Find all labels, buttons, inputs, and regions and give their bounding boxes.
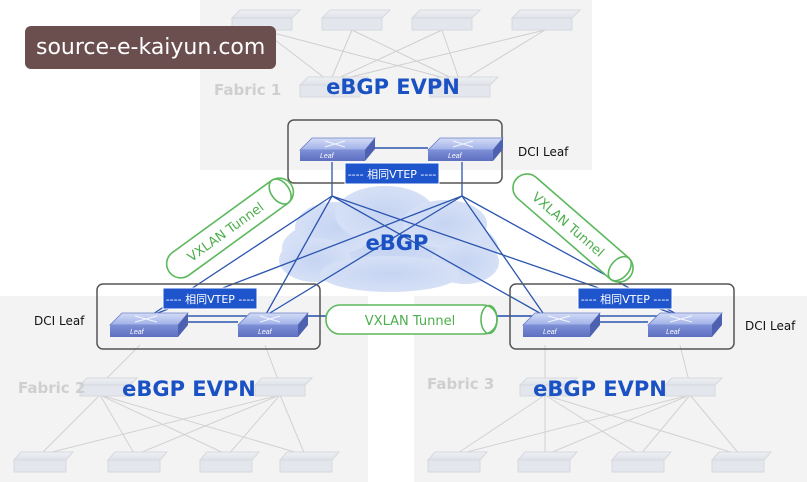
- fabric-2-protocol: eBGP EVPN: [122, 377, 256, 401]
- fabric-3-label: Fabric 3: [427, 375, 494, 393]
- bottom-tunnel-label: VXLAN Tunnel: [365, 314, 455, 329]
- top-vtep-label: ---- 相同VTEP ----: [348, 168, 437, 181]
- fabric-1-mesh: [261, 29, 546, 83]
- watermark-badge: source-e-kaiyun.com: [25, 26, 277, 69]
- right-dci-leaf-switches: [522, 312, 723, 337]
- leaf-label: Leaf: [666, 329, 681, 336]
- fabric-2-label: Fabric 2: [18, 379, 85, 397]
- fabric-1-label: Fabric 1: [214, 81, 281, 99]
- leaf-label: Leaf: [320, 153, 335, 160]
- top-vtep-bar: [344, 162, 440, 185]
- core-ebgp-label: eBGP: [366, 231, 429, 255]
- fabric-3-switches: [426, 377, 773, 473]
- leaf-label: Leaf: [448, 153, 463, 160]
- right-vtep-bar: [577, 287, 673, 310]
- fabric-1-spine-switches: [230, 9, 582, 98]
- fabric-2-mesh: [39, 344, 306, 456]
- leaf-labels: Leaf Leaf Leaf Leaf Leaf Leaf: [130, 153, 681, 336]
- right-dci-leaf-label: DCI Leaf: [745, 319, 796, 333]
- top-dci-leaf-switches: [299, 137, 504, 161]
- left-tunnel-label: VXLAN Tunnel: [185, 200, 267, 265]
- switch-x-marks: [134, 140, 693, 323]
- right-vxlan-tunnel: VXLAN Tunnel: [512, 173, 634, 283]
- top-dci-leaf-label: DCI Leaf: [518, 145, 569, 159]
- leaf-label: Leaf: [258, 329, 273, 336]
- leaf-label: Leaf: [130, 329, 145, 336]
- fabric-3-protocol: eBGP EVPN: [533, 377, 667, 401]
- fabric-2-switches: [12, 377, 341, 473]
- leaf-label: Leaf: [543, 329, 558, 336]
- left-vtep-bar: [162, 287, 258, 310]
- fabric-3-mesh: [454, 344, 741, 456]
- left-dci-box: [96, 283, 321, 350]
- left-dci-leaf-label: DCI Leaf: [34, 314, 85, 328]
- fabric-1-protocol: eBGP EVPN: [326, 75, 460, 99]
- right-tunnel-label: VXLAN Tunnel: [528, 190, 606, 261]
- right-vtep-label: ---- 相同VTEP ----: [581, 293, 670, 306]
- left-vtep-label: ---- 相同VTEP ----: [166, 293, 255, 306]
- leaf-pair-links: [180, 147, 648, 323]
- right-dci-box: [509, 283, 735, 350]
- bottom-vxlan-tunnel: VXLAN Tunnel: [325, 304, 498, 335]
- left-dci-leaf-switches: [109, 312, 309, 337]
